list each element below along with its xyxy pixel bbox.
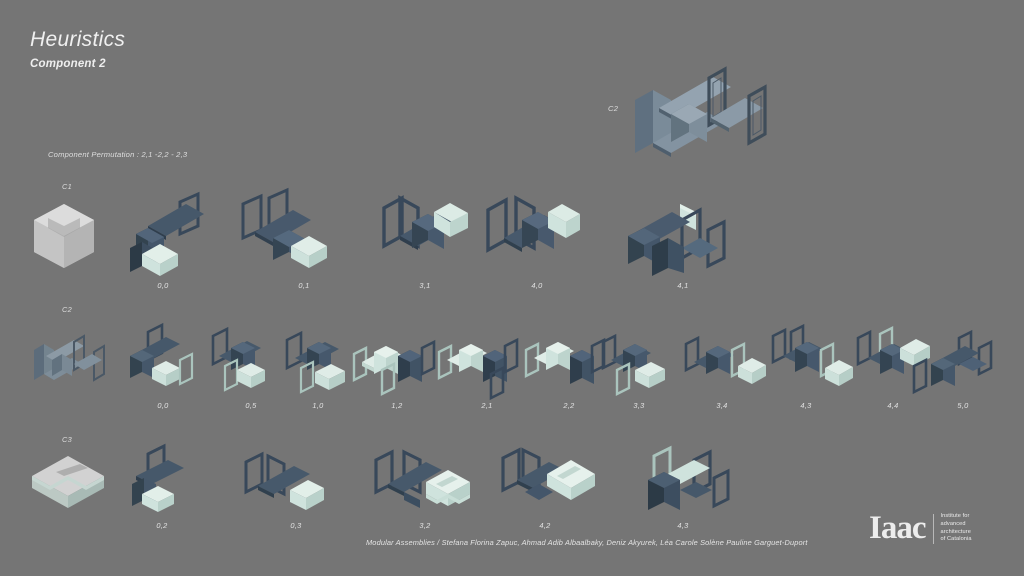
credits-line: Modular Assemblies / Stefana Florina Zap…: [366, 538, 808, 547]
caption-r2-1: 0,0: [157, 401, 169, 410]
caption-r2-10: 4,4: [887, 401, 899, 410]
module-r3-2: [238, 450, 334, 520]
caption-r3-5: 4,3: [677, 521, 689, 530]
caption-r1-4: 4,0: [531, 281, 543, 290]
module-r2-2: [205, 326, 291, 398]
module-r2-10: [852, 322, 944, 398]
iaac-wordmark: Iaac: [869, 510, 926, 546]
module-r1-4: [480, 192, 590, 280]
module-r3-3: [370, 446, 480, 520]
reference-shape-c2: [28, 330, 114, 392]
caption-r2-4: 1,2: [391, 401, 403, 410]
caption-r2-2: 0,5: [245, 401, 257, 410]
module-r3-4: [495, 446, 601, 520]
module-r2-1: [122, 322, 208, 398]
module-r3-1: [122, 443, 212, 520]
module-r2-9: [765, 322, 857, 398]
caption-r2-5: 2,1: [481, 401, 493, 410]
caption-r1-1: 0,0: [157, 281, 169, 290]
iaac-tagline-line2: advanced: [940, 520, 966, 527]
caption-r3-3: 3,2: [419, 521, 431, 530]
caption-r1-2: 0,1: [298, 281, 310, 290]
module-r3-5: [640, 445, 740, 520]
iaac-tagline-line4: of Catalonia: [940, 536, 972, 543]
caption-r3-1: 0,2: [156, 521, 168, 530]
hero-label: C2: [608, 104, 619, 113]
reference-shape-c3: [26, 450, 110, 512]
caption-r2-3: 1,0: [312, 401, 324, 410]
caption-r2-8: 3,4: [716, 401, 728, 410]
caption-r3-2: 0,3: [290, 521, 302, 530]
page-title: Heuristics: [30, 28, 126, 51]
hero-model-c2: [625, 58, 785, 168]
module-r1-1: [118, 191, 228, 280]
module-r2-6: [520, 326, 612, 398]
page-subtitle: Component 2: [30, 58, 106, 70]
row-label-c3: C3: [62, 435, 73, 444]
caption-r2-6: 2,2: [563, 401, 575, 410]
caption-r2-7: 3,3: [633, 401, 645, 410]
module-r1-3: [372, 192, 478, 278]
caption-r3-4: 4,2: [539, 521, 551, 530]
caption-r2-9: 4,3: [800, 401, 812, 410]
module-r2-5: [435, 326, 527, 401]
module-r2-7: [595, 326, 687, 398]
iaac-tagline-line3: architecture: [940, 528, 971, 535]
module-r2-3: [277, 326, 367, 398]
reference-shape-c1: [28, 198, 100, 274]
logo-divider: [932, 513, 934, 544]
module-r1-5: [622, 196, 732, 280]
caption-r2-11: 5,0: [957, 401, 969, 410]
permutation-note: Component Permutation : 2,1 -2,2 - 2,3: [48, 150, 188, 159]
module-r2-4: [348, 326, 444, 398]
module-r1-2: [235, 187, 335, 280]
iaac-tagline: Institute for advanced architecture of C…: [941, 513, 972, 545]
iaac-logo: Iaac Institute for advanced architecture…: [869, 512, 972, 545]
row-label-c2: C2: [62, 305, 73, 314]
module-r2-11: [925, 329, 1005, 398]
module-r2-8: [680, 326, 772, 398]
caption-r1-5: 4,1: [677, 281, 689, 290]
iaac-tagline-line1: Institute for: [940, 512, 970, 519]
row-label-c1: C1: [62, 182, 73, 191]
caption-r1-3: 3,1: [419, 281, 431, 290]
